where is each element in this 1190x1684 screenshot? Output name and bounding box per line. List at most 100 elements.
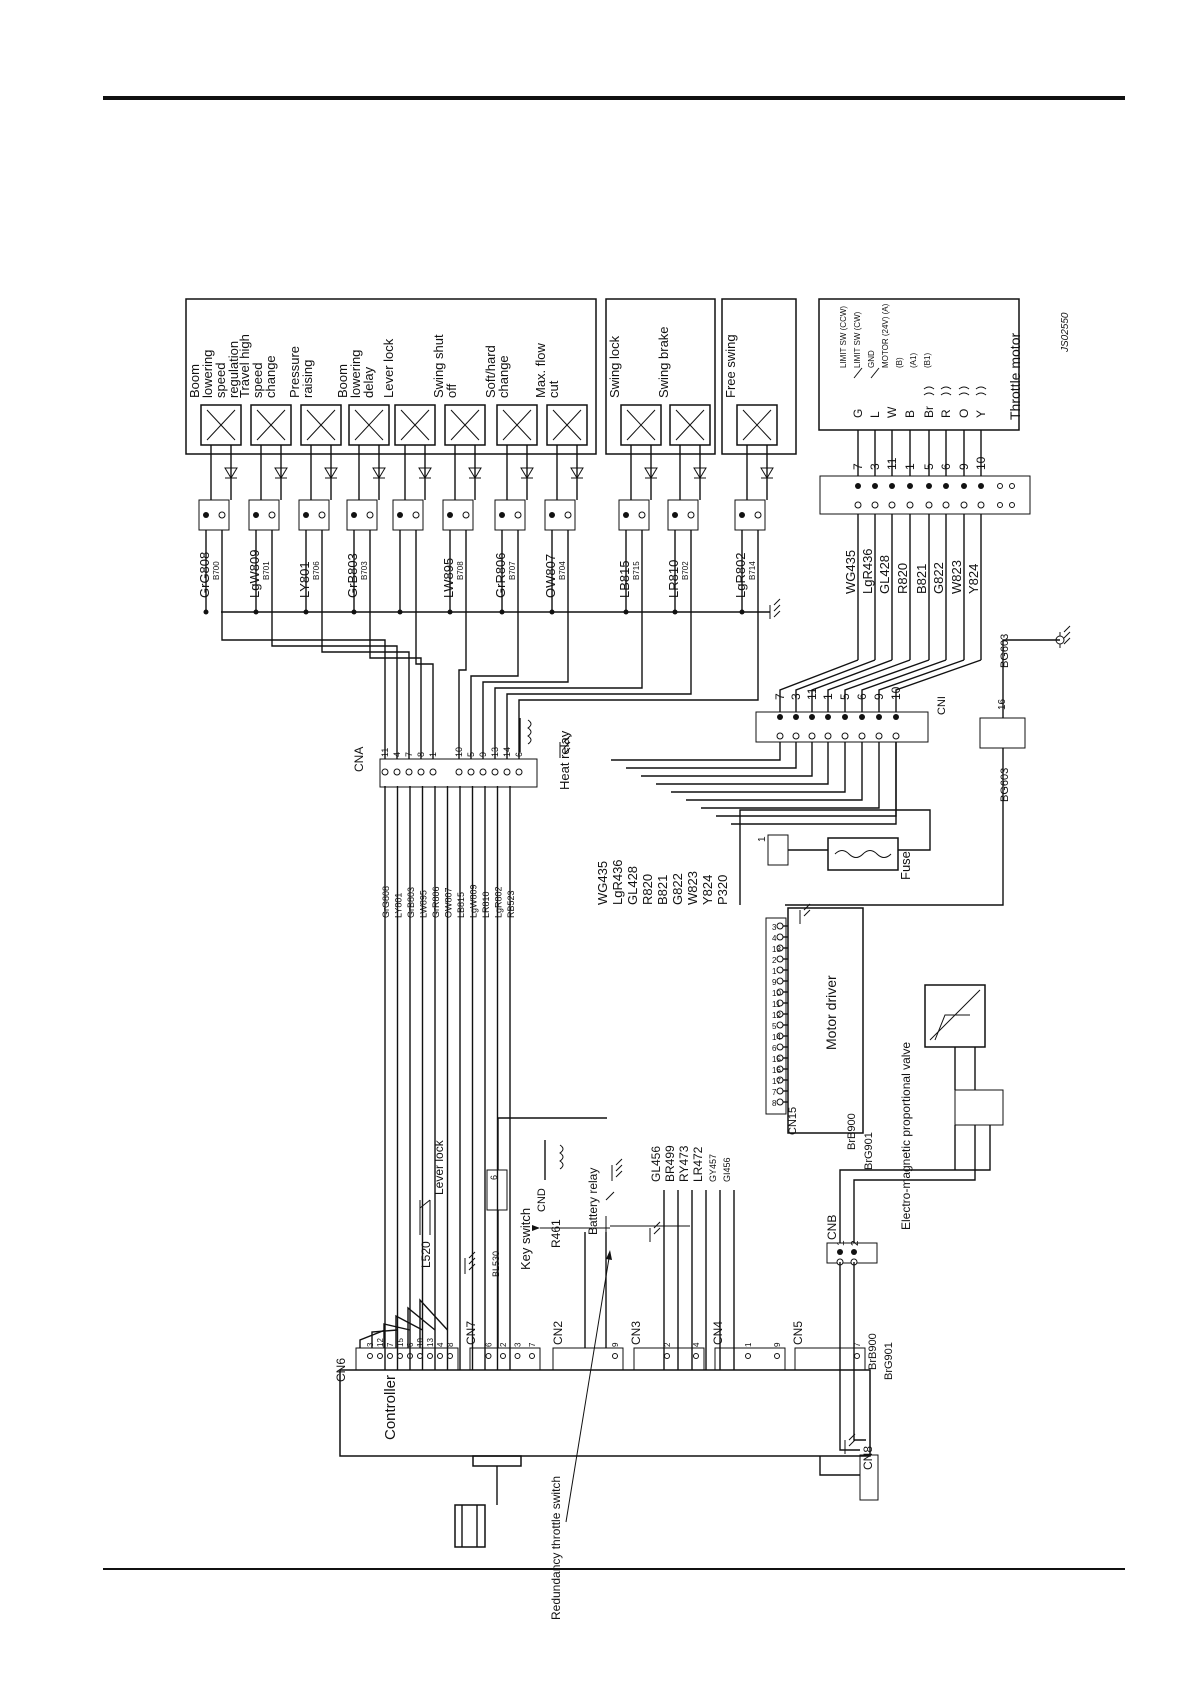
key-switch-contact-icon xyxy=(605,1191,615,1232)
driver-wire-label-6: G822 xyxy=(670,873,685,905)
return-ground-icon xyxy=(769,598,781,619)
motor-conn-pin-4: 1 xyxy=(903,463,917,470)
driver-wire-label-4: R820 xyxy=(640,874,655,905)
swing-group-frame xyxy=(605,298,716,455)
controller-harness-end xyxy=(454,1504,486,1548)
wire-bl530-label: BL530 xyxy=(491,1251,501,1277)
left-wire-label-3: RY473 xyxy=(677,1145,691,1182)
battery-relay-ground-icon xyxy=(611,1158,623,1181)
solenoid-label-4: Boom xyxy=(335,364,350,398)
cn6-pin-1: 8 xyxy=(446,1342,455,1347)
cni-pin-2: 3 xyxy=(789,693,803,700)
solenoid-8 xyxy=(544,404,588,531)
controller-plug xyxy=(472,1455,522,1467)
controller-box xyxy=(339,1369,871,1457)
key-switch-ground-icon xyxy=(649,1221,661,1242)
cn15-pin-8: 5 xyxy=(772,1022,777,1031)
throttle-motor-frame xyxy=(818,298,1020,431)
wire-brb900-top-label: BrB900 xyxy=(846,1113,858,1150)
solenoid-wire-10: LR810 xyxy=(666,560,681,598)
motor-wire-label-4: R820 xyxy=(895,563,910,594)
solenoid-label-2: Travel high xyxy=(237,334,252,398)
left-wire-label-5: GY457 xyxy=(708,1154,718,1182)
cna-wire-label-8: LgW809 xyxy=(469,884,479,918)
footer-rule xyxy=(103,1568,1125,1570)
solenoid-diode-4: B703 xyxy=(360,561,369,580)
battery-relay-icon xyxy=(544,1140,564,1180)
solenoid-3 xyxy=(298,404,342,531)
cn6-pin-6: 15 xyxy=(396,1338,405,1347)
fuse-label: Fuse xyxy=(898,851,913,880)
solenoid-diode-1: B700 xyxy=(212,561,221,580)
wire-brg901-top-label: BrG901 xyxy=(863,1132,875,1170)
cnb-label: CNB xyxy=(825,1215,839,1240)
solenoid-label-4: delay xyxy=(361,366,376,398)
motor-wire-label-8: Y824 xyxy=(966,564,981,594)
cn15-label: CN15 xyxy=(787,1107,799,1135)
cn15-pin-4: 16 xyxy=(772,1066,781,1075)
solenoid-7 xyxy=(494,404,538,531)
driver-wire-label-5: B821 xyxy=(655,875,670,905)
cn3-pin-1: 4 xyxy=(692,1342,701,1347)
driver-wire-label-8: Y824 xyxy=(700,875,715,905)
solenoid-9 xyxy=(618,404,662,531)
cna-pin-10: 14 xyxy=(502,747,512,757)
solenoid-label-4: lowering xyxy=(348,350,363,398)
cn6-pin-2: 4 xyxy=(436,1342,445,1347)
cn5-connector xyxy=(794,1347,866,1371)
solenoid-diode-11: B714 xyxy=(748,561,757,580)
cn15-connector-housing xyxy=(765,917,787,1115)
cn6-connector xyxy=(355,1347,459,1371)
solenoid-label-6: Swing shut xyxy=(431,334,446,398)
solenoid-wire-9: LB815 xyxy=(617,560,632,598)
motor-term-3: GND xyxy=(867,350,876,368)
solenoid-label-2: speed xyxy=(250,363,265,398)
cna-pin-3: 7 xyxy=(404,752,414,757)
driver-wire-label-7: W823 xyxy=(685,871,700,905)
cna-wire-label-1: GrG808 xyxy=(381,886,391,918)
cn6-pin-8: 12 xyxy=(376,1338,385,1347)
solenoid-label-3: Pressure xyxy=(287,346,302,398)
fuse-box xyxy=(827,837,899,871)
cna-wire-label-3: GrB803 xyxy=(406,887,416,918)
cna-pin-6: 10 xyxy=(454,747,464,757)
solenoid-label-1: speed xyxy=(213,363,228,398)
motor-connector-housing xyxy=(819,475,1031,515)
motor-term-6: (A1) xyxy=(909,353,918,368)
cn7-connector xyxy=(469,1347,541,1371)
solenoid-label-2: change xyxy=(263,355,278,398)
key-switch-label: Key switch xyxy=(518,1208,533,1270)
solenoid-diode-10: B702 xyxy=(681,561,690,580)
cn15-pin-15: 13 xyxy=(772,945,781,954)
cna-wire-label-11: RB523 xyxy=(506,890,516,918)
cnd-label: CND xyxy=(536,1188,548,1212)
cna-pin-11: 6 xyxy=(514,752,524,757)
solenoid-2 xyxy=(248,404,292,531)
cna-wire-label-4: LW895 xyxy=(419,890,429,918)
bg603-connector xyxy=(979,717,1026,749)
figure-code: JS02550 xyxy=(1060,312,1071,353)
solenoid-label-1: lowering xyxy=(200,350,215,398)
cn3-connector xyxy=(633,1347,705,1371)
cn15-pin-3: 17 xyxy=(772,1077,781,1086)
solenoid-label-7: change xyxy=(496,355,511,398)
solenoid-diode-8: B704 xyxy=(558,561,567,580)
cni-pin-5: 5 xyxy=(838,693,852,700)
cn7-label: CN7 xyxy=(464,1321,478,1345)
motor-coil-icon xyxy=(923,386,935,396)
cn6-pin-4: 10 xyxy=(416,1338,425,1347)
redundancy-arrow-icon xyxy=(565,1250,612,1523)
cna-pin-9: 13 xyxy=(490,747,500,757)
solenoid-11 xyxy=(734,404,778,531)
cna-pin-5: 1 xyxy=(428,752,438,757)
solenoid-label-1: Boom xyxy=(187,364,202,398)
lever-lock-switch-icon xyxy=(419,1199,431,1235)
left-wire-label-1: GL456 xyxy=(649,1146,663,1182)
cna-wire-label-7: LB815 xyxy=(456,892,466,918)
cn15-pin-2: 7 xyxy=(772,1088,777,1097)
driver-ground-icon xyxy=(799,903,811,924)
motor-coil-icon xyxy=(975,386,987,396)
solenoid-5 xyxy=(392,404,436,531)
cn15-pin-10: 11 xyxy=(772,1000,781,1009)
solenoid-diode-2: B701 xyxy=(262,561,271,580)
